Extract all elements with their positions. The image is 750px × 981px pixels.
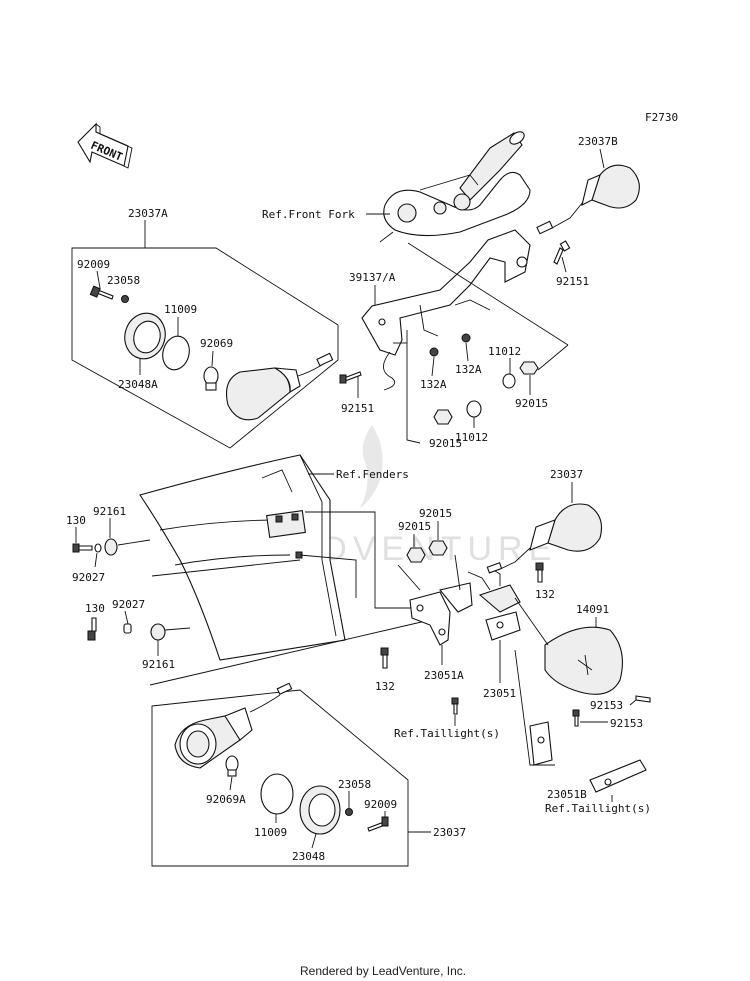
label-92009-top: 92009 — [77, 258, 110, 271]
bolt-92151-left — [339, 371, 362, 384]
nut-23058-bottom — [345, 808, 353, 816]
collar-11012-mid — [466, 400, 482, 418]
label-23048A: 23048A — [118, 378, 158, 391]
turn-signal-housing-top-left — [225, 352, 334, 421]
label-23051A: 23051A — [424, 669, 464, 682]
bolt-132-left — [380, 647, 389, 669]
label-39137A: 39137/A — [349, 271, 396, 284]
label-92015-d: 92015 — [419, 507, 452, 520]
label-23037-bottom: 23037 — [433, 826, 466, 839]
front-arrow-icon: FRONT — [77, 122, 133, 169]
label-ref-front-fork: Ref.Front Fork — [262, 208, 355, 221]
rear-bracket-23051B — [529, 721, 647, 793]
label-11012-mid: 11012 — [455, 431, 488, 444]
label-23051: 23051 — [483, 687, 516, 700]
front-fork-assembly — [383, 131, 531, 237]
grommet-92161-a — [104, 538, 118, 556]
label-92015-c: 92015 — [398, 520, 431, 533]
label-92009-bottom: 92009 — [364, 798, 397, 811]
rear-bracket-23051A — [409, 582, 473, 646]
label-92027-a: 92027 — [72, 571, 105, 584]
collar-92027-a — [94, 543, 102, 553]
label-11012-right: 11012 — [488, 345, 521, 358]
label-23058-bottom: 23058 — [338, 778, 371, 791]
nut-132A-b — [461, 333, 471, 343]
bolt-130-a — [72, 543, 93, 553]
bolt-130-b — [87, 617, 97, 641]
fastener-taillight-ref — [451, 697, 459, 715]
bolt-92151-right — [553, 240, 571, 265]
cover-14091 — [544, 626, 623, 695]
screw-92009-bottom — [367, 816, 389, 832]
collar-92027-b — [123, 623, 132, 634]
label-23037B: 23037B — [578, 135, 618, 148]
label-92027-b: 92027 — [112, 598, 145, 611]
label-23048: 23048 — [292, 850, 325, 863]
turn-signal-23037 — [486, 503, 603, 574]
label-92161-a: 92161 — [93, 505, 126, 518]
label-92015-mid: 92015 — [429, 437, 462, 450]
lens-rim-23048A — [124, 312, 166, 360]
wiring-connector — [467, 567, 521, 613]
bolt-132-right — [535, 562, 544, 583]
label-14091: 14091 — [576, 603, 609, 616]
grommet-92161-b — [150, 623, 166, 641]
label-92069A: 92069A — [206, 793, 246, 806]
label-23058-top: 23058 — [107, 274, 140, 287]
label-92151-right: 92151 — [556, 275, 589, 288]
screw-92153-b — [572, 709, 580, 727]
nut-92015-right — [519, 361, 539, 375]
nut-132A-a — [429, 347, 439, 357]
front-fender — [139, 454, 346, 661]
label-ref-fenders: Ref.Fenders — [336, 468, 409, 481]
bulb-92069 — [203, 366, 219, 391]
label-92161-b: 92161 — [142, 658, 175, 671]
label-130-b: 130 — [85, 602, 105, 615]
rear-bracket-23051 — [485, 611, 521, 641]
turn-signal-23037B — [536, 164, 640, 235]
screw-92153-a — [635, 695, 651, 703]
label-ref-taillight-b: Ref.Taillight(s) — [545, 802, 651, 815]
gasket-11009-top — [162, 335, 190, 371]
nut-92015-d — [428, 540, 448, 556]
label-23037A: 23037A — [128, 207, 168, 220]
label-132-right: 132 — [535, 588, 555, 601]
screw-92009-top — [89, 285, 114, 300]
label-11009-top: 11009 — [164, 303, 197, 316]
footer-credit: Rendered by LeadVenture, Inc. — [300, 964, 466, 978]
lens-rim-23048 — [299, 785, 341, 835]
label-11009-bottom: 11009 — [254, 826, 287, 839]
label-23037: 23037 — [550, 468, 583, 481]
bulb-92069A — [225, 755, 239, 777]
label-132-left: 132 — [375, 680, 395, 693]
nut-92015-c — [406, 547, 426, 563]
label-23051B: 23051B — [547, 788, 587, 801]
label-92069: 92069 — [200, 337, 233, 350]
label-130-a: 130 — [66, 514, 86, 527]
label-132A-a: 132A — [420, 378, 447, 391]
label-ref-taillight-a: Ref.Taillight(s) — [394, 727, 500, 740]
gasket-11009-bottom — [260, 773, 294, 815]
nut-23058-top — [121, 295, 129, 303]
nut-92015-mid — [433, 409, 453, 425]
group-23037A-outline — [71, 220, 339, 449]
turn-signal-housing-bottom-left — [174, 682, 293, 769]
label-92153-b: 92153 — [610, 717, 643, 730]
group-23037-outline — [151, 689, 409, 867]
label-132A-b: 132A — [455, 363, 482, 376]
label-92015-right: 92015 — [515, 397, 548, 410]
bracket-39137A — [361, 229, 531, 391]
collar-11012-right — [502, 373, 516, 389]
label-92151-left: 92151 — [341, 402, 374, 415]
label-92153-a: 92153 — [590, 699, 623, 712]
figure-code: F2730 — [645, 111, 678, 124]
